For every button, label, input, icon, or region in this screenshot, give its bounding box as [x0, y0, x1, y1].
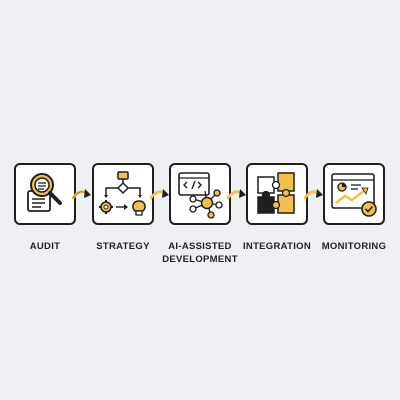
label-text: INTEGRATION [242, 241, 312, 252]
puzzle-pieces-icon [257, 172, 295, 214]
step-label-strategy: STRATEGY [78, 240, 168, 253]
code-window-network-icon [178, 172, 223, 219]
magnifier-document-icon [27, 173, 62, 212]
dashboard-growth-check-icon [331, 173, 377, 217]
step-label-monitoring: MONITORING [309, 240, 399, 253]
label-text: AUDIT [29, 241, 61, 252]
arrow-connector-4 [304, 189, 323, 200]
step-audit-box [14, 163, 76, 225]
step-label-audit: AUDIT [0, 240, 90, 253]
label-line-1: AI-ASSISTED [168, 241, 232, 252]
step-strategy-box [92, 163, 154, 225]
flowchart-gear-bulb-icon [99, 171, 146, 216]
label-text: STRATEGY [96, 241, 150, 252]
step-label-integration: INTEGRATION [232, 240, 322, 253]
step-integration-box [246, 163, 308, 225]
step-ai-development-box [169, 163, 231, 225]
arrow-connector-2 [150, 189, 169, 200]
step-monitoring-box [323, 163, 385, 225]
arrow-connector-3 [227, 189, 246, 200]
label-text: MONITORING [321, 241, 387, 252]
label-line-2: DEVELOPMENT [162, 254, 238, 265]
step-label-ai-development: AI-ASSISTED DEVELOPMENT [155, 240, 245, 266]
arrow-connector-1 [72, 189, 91, 200]
